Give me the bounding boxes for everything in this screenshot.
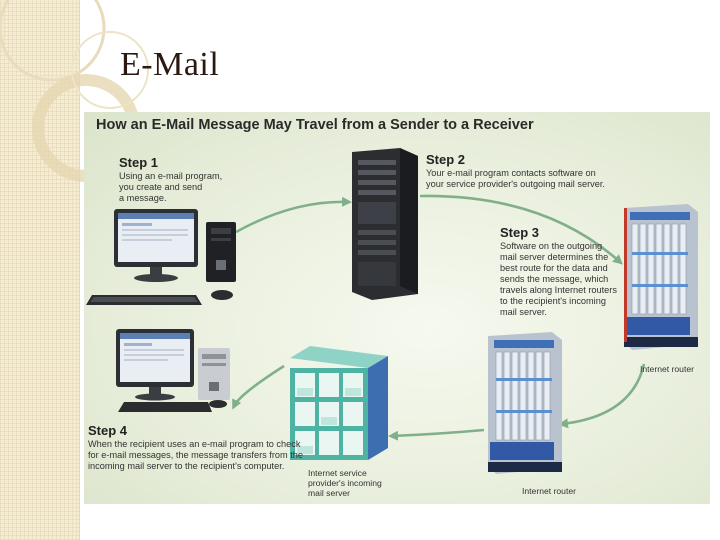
internet-router-right-icon bbox=[624, 204, 698, 350]
decorative-side-band bbox=[0, 0, 80, 540]
step-4-line: incoming mail server to the recipient's … bbox=[88, 461, 285, 471]
step-2-line: your service provider's outgoing mail se… bbox=[426, 179, 605, 189]
step-4-line: for e-mail messages, the message transfe… bbox=[88, 450, 303, 460]
step-1-line: a message. bbox=[119, 193, 167, 203]
step-1-line: Using an e-mail program, bbox=[119, 171, 223, 181]
step-3-heading: Step 3 bbox=[500, 225, 540, 240]
step-2-heading: Step 2 bbox=[426, 152, 466, 167]
incoming-mail-server-icon bbox=[290, 346, 388, 460]
arrow-to-router-bottom bbox=[558, 363, 646, 429]
incoming-server-label-line: mail server bbox=[308, 488, 351, 498]
step-4-line: When the recipient uses an e-mail progra… bbox=[88, 439, 301, 449]
step-3-line: travels along Internet routers bbox=[500, 285, 617, 295]
router-bottom-label: Internet router bbox=[522, 486, 576, 496]
diagram-title: How an E-Mail Message May Travel from a … bbox=[96, 117, 534, 133]
incoming-server-label-line: Internet service bbox=[308, 468, 367, 478]
internet-router-bottom-icon bbox=[488, 332, 562, 474]
step-2-line: Your e-mail program contacts software on bbox=[426, 168, 596, 178]
arrow-to-recipient bbox=[232, 364, 285, 410]
step-3-line: best route for the data and bbox=[500, 263, 608, 273]
step-3-line: sends the message, which bbox=[500, 274, 609, 284]
step-3-line: Software on the outgoing bbox=[500, 241, 603, 251]
step-3-line: to the recipient's incoming bbox=[500, 296, 606, 306]
step-2-text: Your e-mail program contacts software on… bbox=[426, 168, 605, 190]
recipient-computer-icon bbox=[116, 329, 230, 412]
arrow-to-outgoing-server bbox=[235, 196, 352, 234]
slide-title: E-Mail bbox=[120, 46, 220, 83]
step-1-heading: Step 1 bbox=[119, 155, 159, 170]
step-3-line: mail server. bbox=[500, 307, 547, 317]
flow-arrows bbox=[232, 194, 646, 441]
arrow-to-router-right bbox=[419, 194, 623, 265]
router-right-label: Internet router bbox=[640, 364, 694, 374]
incoming-server-label-line: provider's incoming bbox=[308, 478, 382, 488]
email-travel-diagram: How an E-Mail Message May Travel from a … bbox=[84, 112, 710, 504]
step-4-text: When the recipient uses an e-mail progra… bbox=[88, 439, 303, 472]
diagram-artwork bbox=[86, 148, 698, 474]
step-3-line: mail server determines the bbox=[500, 252, 609, 262]
sender-computer-icon bbox=[86, 209, 236, 305]
step-3-text: Software on the outgoing mail server det… bbox=[500, 241, 617, 318]
step-1-text: Using an e-mail program, you create and … bbox=[119, 171, 222, 204]
arrow-to-incoming-server bbox=[388, 428, 485, 441]
incoming-server-label: Internet service provider's incoming mai… bbox=[308, 468, 382, 498]
outgoing-mail-server-icon bbox=[352, 148, 418, 300]
step-1-line: you create and send bbox=[119, 182, 203, 192]
step-4-heading: Step 4 bbox=[88, 423, 128, 438]
